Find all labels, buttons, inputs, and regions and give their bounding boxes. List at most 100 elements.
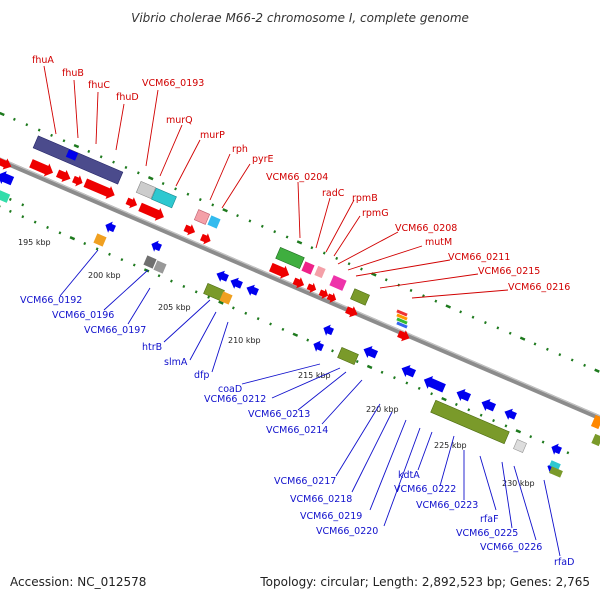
forward-gene-label: rpmG [362, 208, 389, 219]
forward-cds [292, 277, 305, 289]
reverse-gene-label: dfp [194, 370, 209, 381]
cog-block [275, 246, 305, 270]
leader-line [543, 479, 561, 557]
outer-tick [471, 315, 475, 319]
forward-cds [306, 282, 317, 293]
inner-tick [231, 306, 235, 310]
leader-line [73, 79, 79, 139]
leader-line [325, 199, 355, 253]
leader-line [513, 465, 537, 541]
forward-gene-label: rpmB [352, 193, 378, 204]
reverse-gene-label: VCM66_0218 [290, 494, 352, 505]
cog-block [151, 187, 177, 209]
cog-block [143, 255, 157, 269]
cog-tick [21, 203, 25, 207]
outer-tick [25, 123, 29, 127]
inner-tick [194, 290, 198, 294]
outer-tick [422, 294, 425, 298]
inner-tick [8, 209, 12, 213]
outer-tick [62, 139, 66, 143]
outer-tick [335, 256, 339, 260]
inner-tick [515, 429, 522, 434]
leader-line [189, 311, 217, 361]
inner-tick [281, 327, 285, 331]
leader-line [115, 103, 125, 151]
inner-tick [454, 402, 458, 407]
forward-gene-label: fhuA [32, 55, 54, 66]
leader-line [355, 259, 451, 277]
inner-tick [430, 392, 434, 396]
inner-tick [355, 360, 359, 364]
inner-tick [143, 268, 150, 273]
leader-line [347, 245, 423, 271]
reverse-cds [216, 270, 229, 282]
inner-tick [33, 220, 37, 224]
outer-tick [0, 111, 5, 117]
leader-line [241, 363, 321, 385]
cog-tick [8, 197, 12, 201]
outer-tick [533, 342, 537, 346]
leader-line [501, 461, 513, 529]
forward-gene-label: pyrE [252, 154, 274, 165]
feature-track [0, 135, 600, 478]
leader-line [95, 91, 99, 145]
reverse-cds [246, 284, 259, 296]
inner-tick [83, 242, 87, 246]
cog-block [396, 309, 408, 317]
leader-line [479, 455, 497, 511]
reverse-cds [423, 375, 446, 393]
inner-tick [95, 247, 99, 251]
outer-tick [519, 336, 526, 341]
outer-tick [570, 358, 574, 362]
forward-cds [29, 159, 54, 177]
inner-tick [479, 413, 483, 417]
forward-cds [318, 288, 329, 299]
forward-gene-label: VCM66_0211 [448, 252, 510, 263]
map-title: Vibrio cholerae M66-2 chromosome I, comp… [131, 11, 469, 25]
leader-line [439, 435, 455, 487]
kbp-label: 230 kbp [502, 479, 535, 488]
outer-tick [558, 353, 562, 357]
forward-gene-label: VCM66_0216 [508, 282, 570, 293]
outer-tick [174, 187, 177, 191]
cog-block [337, 347, 359, 365]
outer-tick [508, 331, 512, 335]
outer-tick [73, 143, 80, 149]
leader-line [221, 163, 251, 209]
leader-line [335, 403, 381, 477]
outer-tick [583, 363, 587, 367]
forward-gene-label: VCM66_0208 [395, 223, 457, 234]
inner-tick [157, 274, 161, 278]
cog-block [396, 317, 408, 325]
inner-tick [46, 225, 49, 230]
cog-block [396, 321, 408, 329]
outer-tick [484, 321, 487, 325]
leader-line [379, 273, 479, 289]
inner-tick [380, 370, 384, 374]
reverse-cds [481, 399, 497, 412]
leader-line [271, 367, 341, 399]
outer-tick [147, 176, 154, 181]
cog-block [153, 260, 167, 274]
cog-block [590, 414, 600, 430]
reverse-gene-label: VCM66_0192 [20, 295, 82, 306]
cog-block [430, 399, 510, 445]
outer-tick [248, 219, 252, 223]
leader-line [417, 431, 433, 471]
outer-tick [236, 214, 239, 218]
inner-tick [207, 295, 211, 299]
forward-cds [326, 292, 337, 303]
outer-tick [347, 262, 351, 266]
inner-tick [269, 322, 272, 326]
outer-tick [273, 230, 277, 234]
cog-block [193, 209, 211, 225]
outer-tick [124, 165, 128, 170]
reverse-gene-label: kdtA [398, 470, 420, 481]
reverse-gene-label: VCM66_0222 [394, 484, 456, 495]
cog-block [301, 261, 315, 275]
cog-block [329, 275, 347, 291]
inner-tick [504, 424, 508, 428]
outer-tick [37, 128, 41, 132]
